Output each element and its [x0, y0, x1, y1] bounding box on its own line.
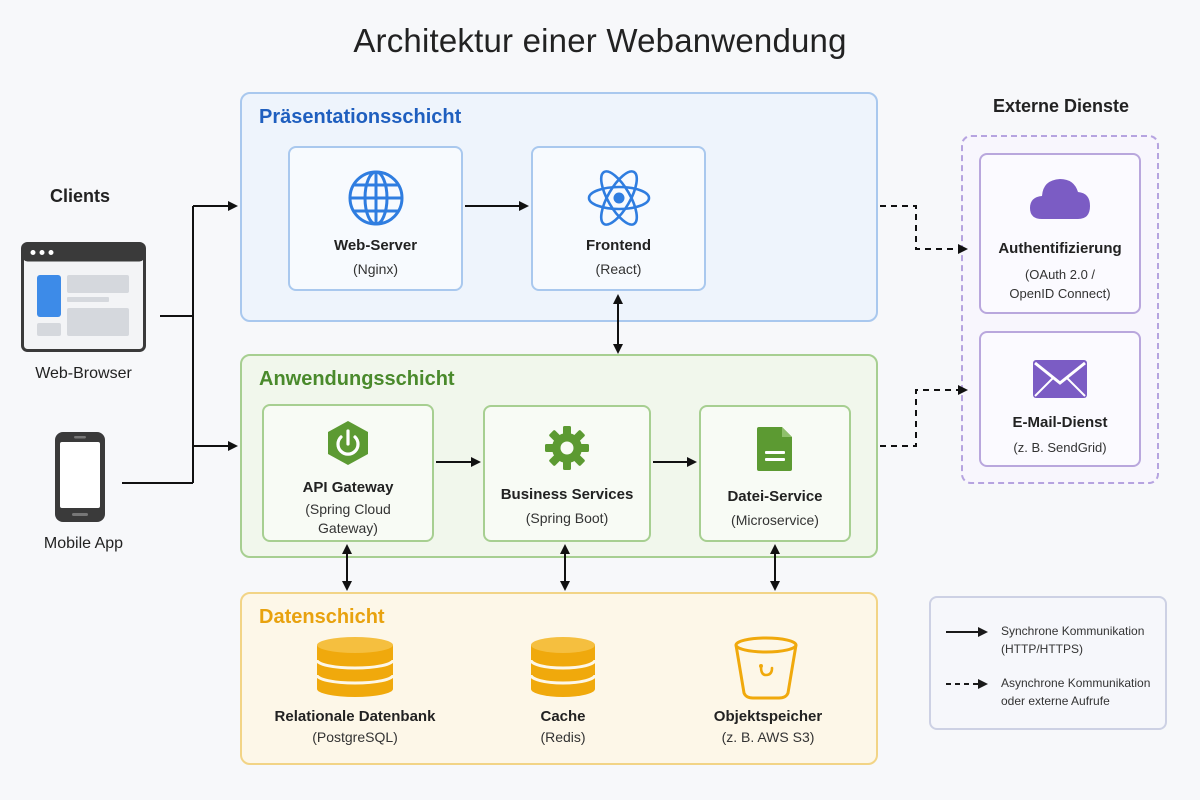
object-storage-name: Objektspeicher	[713, 708, 823, 725]
mail-name: E-Mail-Dienst	[1012, 414, 1108, 431]
mail-box: E-Mail-Dienst (z. B. SendGrid)	[979, 331, 1141, 467]
auth-sub1: (OAuth 2.0 /	[1024, 267, 1096, 282]
mail-sub: (z. B. SendGrid)	[1013, 440, 1107, 455]
document-icon	[701, 425, 849, 473]
frontend-sub: (React)	[595, 261, 642, 277]
frontend-name: Frontend	[586, 237, 651, 254]
auth-sub2: OpenID Connect)	[1009, 286, 1111, 301]
application-layer-title: Anwendungsschicht	[259, 368, 455, 390]
file-service-sub: (Microservice)	[731, 512, 819, 528]
cache-database-icon	[528, 636, 598, 698]
mobile-phone-icon	[53, 430, 107, 524]
business-services-box: Business Services (Spring Boot)	[483, 405, 651, 542]
mobile-app-label: Mobile App	[43, 535, 124, 552]
api-gateway-box: API Gateway (Spring Cloud Gateway)	[262, 404, 434, 542]
file-service-box: Datei-Service (Microservice)	[699, 405, 851, 542]
legend-solid-arrow	[944, 624, 990, 640]
web-server-name: Web-Server	[333, 237, 418, 254]
web-server-sub: (Nginx)	[352, 261, 399, 277]
frontend-to-auth-dashed-arrow	[880, 205, 968, 254]
globe-icon	[290, 168, 461, 228]
web-server-box: Web-Server (Nginx)	[288, 146, 463, 291]
api-gateway-sub2: Gateway)	[318, 520, 378, 536]
database-icon	[314, 636, 396, 698]
gear-icon	[485, 425, 649, 471]
frontend-box: Frontend (React)	[531, 146, 706, 291]
legend-async-line2: oder externe Aufrufe	[1001, 694, 1110, 708]
bucket-icon	[731, 635, 801, 701]
power-hexagon-icon	[264, 420, 432, 466]
presentation-layer-title: Präsentationsschicht	[259, 106, 462, 128]
react-atom-icon	[533, 168, 704, 228]
data-layer-title: Datenschicht	[259, 606, 385, 628]
clients-heading: Clients	[49, 186, 110, 206]
web-browser-label: Web-Browser	[35, 365, 132, 382]
legend	[929, 596, 1167, 730]
legend-async-line1: Asynchrone Kommunikation	[1001, 676, 1151, 690]
object-storage-sub: (z. B. AWS S3)	[721, 729, 815, 745]
web-browser-icon	[21, 242, 146, 352]
auth-name: Authentifizierung	[998, 240, 1122, 257]
legend-sync-line2: (HTTP/HTTPS)	[1001, 642, 1083, 656]
database-sub: (PostgreSQL)	[312, 729, 398, 745]
database-name: Relationale Datenbank	[274, 708, 436, 725]
business-services-name: Business Services	[500, 486, 634, 503]
application-to-mail-dashed-arrow	[880, 385, 968, 447]
legend-dashed-arrow	[944, 676, 990, 692]
file-service-name: Datei-Service	[727, 488, 823, 505]
legend-sync-line1: Synchrone Kommunikation	[1001, 624, 1145, 638]
cache-name: Cache	[540, 708, 586, 725]
cache-sub: (Redis)	[540, 729, 586, 745]
envelope-icon	[981, 359, 1139, 399]
cloud-icon	[981, 175, 1139, 221]
api-gateway-name: API Gateway	[302, 479, 394, 496]
diagram-title: Architektur einer Webanwendung	[353, 22, 847, 59]
auth-box: Authentifizierung (OAuth 2.0 / OpenID Co…	[979, 153, 1141, 314]
external-services-heading: Externe Dienste	[992, 96, 1130, 116]
api-gateway-sub1: (Spring Cloud	[305, 501, 391, 517]
business-services-sub: (Spring Boot)	[525, 510, 609, 526]
